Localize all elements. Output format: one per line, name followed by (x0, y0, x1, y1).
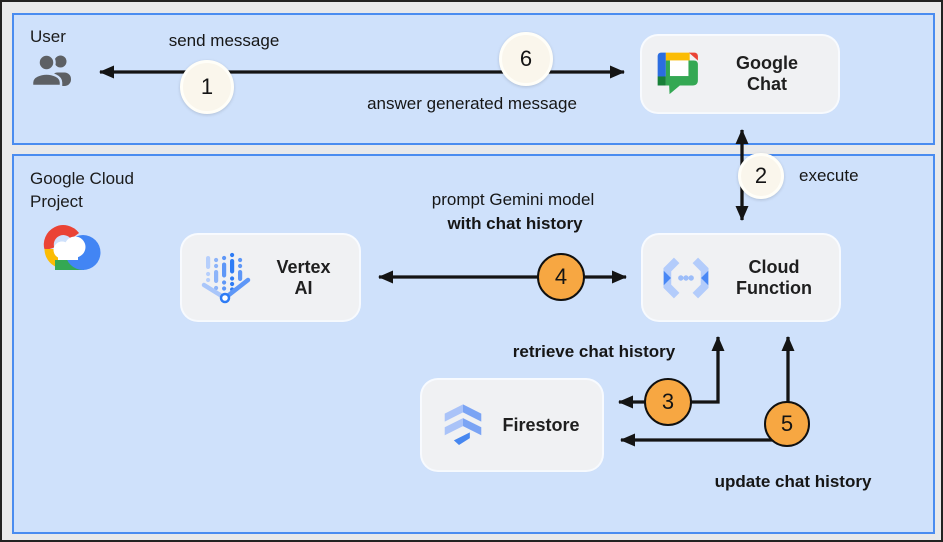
google-chat-label: Google Chat (736, 53, 798, 94)
send-message-label: send message (168, 31, 280, 50)
step-badge-2: 2 (738, 153, 784, 199)
step-badge-3: 3 (644, 378, 692, 426)
with-chat-history-label: with chat history (447, 214, 583, 233)
step-badge-1: 1 (180, 60, 234, 114)
retrieve-chat-history-label: retrieve chat history (512, 342, 676, 361)
step-badge-5: 5 (764, 401, 810, 447)
firestore-node: Firestore (422, 380, 602, 470)
vertex-ai-label: Vertex AI (276, 256, 331, 298)
google-cloud-icon (38, 221, 104, 280)
step-badge-6: 6 (499, 32, 553, 86)
firestore-label: Firestore (502, 414, 580, 435)
cloud-function-label: Cloud Function (736, 256, 812, 298)
prompt-gemini-model-label: prompt Gemini model (431, 190, 595, 209)
vertex-ai-node: Vertex AI (182, 235, 359, 320)
user-lane-title: User (30, 27, 66, 46)
cloud-functions-icon (657, 256, 715, 300)
execute-label: execute (799, 166, 859, 185)
google-chat-node: Google Chat (642, 36, 838, 112)
google-chat-icon (656, 51, 702, 97)
gcp-lane-title-line2: Project (30, 192, 83, 211)
firestore-icon (440, 401, 486, 449)
gcp-lane-title-line1: Google Cloud (30, 169, 134, 188)
vertex-ai-icon (198, 250, 254, 306)
users-icon (28, 52, 78, 95)
step-badge-4: 4 (537, 253, 585, 301)
cloud-function-node: Cloud Function (643, 235, 839, 320)
gcp-lane-title: Google Cloud Project (30, 167, 134, 213)
answer-generated-message-label: answer generated message (367, 94, 577, 113)
update-chat-history-label: update chat history (714, 472, 872, 491)
